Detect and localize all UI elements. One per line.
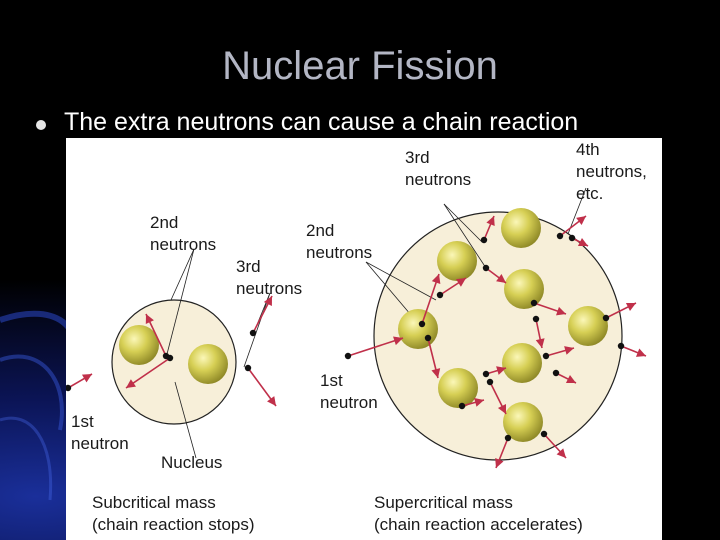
neutron-dot — [480, 236, 488, 244]
label-2nd-neutrons: 2nd — [306, 221, 334, 240]
label-2nd-neutrons: neutrons — [306, 243, 372, 262]
arrowhead-icon — [565, 374, 576, 383]
arrowhead-icon — [263, 296, 272, 307]
nucleus — [504, 269, 544, 309]
arrowhead-icon — [497, 403, 506, 414]
neutron-dot — [530, 299, 538, 307]
subcritical-caption: (chain reaction stops) — [92, 515, 255, 534]
label-nucleus: Nucleus — [161, 453, 222, 472]
arrowhead-icon — [496, 366, 506, 375]
arrowhead-icon — [456, 278, 466, 287]
arrowhead-icon — [431, 274, 441, 284]
arrowhead-icon — [486, 216, 495, 227]
bullet-dot-icon — [36, 120, 46, 130]
label-3rd-neutrons: neutrons — [405, 170, 471, 189]
nucleus — [119, 325, 159, 365]
arrowhead-icon — [431, 368, 441, 378]
neutron-dot — [66, 384, 72, 392]
neutron-dot — [617, 342, 625, 350]
neutron-dot — [540, 430, 548, 438]
neutron-dot — [244, 364, 252, 372]
label-4th-neutrons: etc. — [576, 184, 603, 203]
neutron-dot — [344, 352, 352, 360]
neutron-dot — [458, 402, 466, 410]
arrowhead-icon — [564, 346, 574, 355]
label-4th-neutrons: 4th — [576, 140, 600, 159]
arrowhead-icon — [635, 348, 646, 357]
neutron-dot — [166, 354, 174, 362]
nucleus — [503, 402, 543, 442]
arrowhead-icon — [145, 314, 154, 325]
label-1st-neutron: 1st — [320, 371, 343, 390]
subcritical-caption: Subcritical mass — [92, 493, 216, 512]
arrowhead-icon — [535, 338, 545, 348]
supercritical-caption: Supercritical mass — [374, 493, 513, 512]
label-3rd-neutrons: 3rd — [405, 148, 430, 167]
label-1st-neutron: neutron — [320, 393, 378, 412]
nuclei — [119, 208, 608, 442]
neutron-dot — [486, 378, 494, 386]
nucleus — [568, 306, 608, 346]
neutron-dot — [552, 369, 560, 377]
arrowhead-icon — [625, 303, 636, 312]
neutron-dot — [418, 320, 426, 328]
neutron-dot — [568, 234, 576, 242]
nucleus — [502, 343, 542, 383]
neutron-dot — [542, 352, 550, 360]
nucleus — [501, 208, 541, 248]
arrowhead-icon — [577, 237, 588, 246]
nucleus — [437, 241, 477, 281]
arrowhead-icon — [267, 396, 276, 406]
arrowhead-icon — [576, 216, 586, 226]
neutron-dot — [602, 314, 610, 322]
arrowhead-icon — [81, 374, 92, 383]
neutron-dot — [424, 334, 432, 342]
arrowhead-icon — [556, 448, 566, 458]
label-2nd-neutrons: neutrons — [150, 235, 216, 254]
neutron-dot — [482, 370, 490, 378]
label-3rd-neutrons: 3rd — [236, 257, 261, 276]
arrowhead-icon — [126, 379, 136, 388]
neutron-arrows — [66, 215, 647, 469]
neutron-path — [347, 337, 404, 357]
label-3rd-neutrons: neutrons — [236, 279, 302, 298]
chain-reaction-diagram: 2nd neutrons 3rd neutrons 1st neutron Nu… — [66, 138, 662, 540]
neutron-dot — [436, 291, 444, 299]
nucleus — [438, 368, 478, 408]
arrowhead-icon — [393, 336, 403, 346]
neutron-dot — [482, 264, 490, 272]
nucleus — [188, 344, 228, 384]
nucleus — [398, 309, 438, 349]
subcritical-labels: 2nd neutrons 3rd neutrons 1st neutron Nu… — [71, 213, 302, 534]
neutron-dot — [556, 232, 564, 240]
label-2nd-neutrons: 2nd — [150, 213, 178, 232]
label-1st-neutron: neutron — [71, 434, 129, 453]
label-4th-neutrons: neutrons, — [576, 162, 647, 181]
slide-title: Nuclear Fission — [222, 44, 498, 88]
arrowhead-icon — [474, 398, 484, 407]
arrowhead-icon — [496, 274, 506, 283]
arrowhead-icon — [495, 457, 504, 468]
bullet-text: The extra neutrons can cause a chain rea… — [64, 108, 579, 136]
neutron-dot — [504, 434, 512, 442]
neutron-dot — [532, 315, 540, 323]
neutron-dot — [249, 329, 257, 337]
label-1st-neutron: 1st — [71, 412, 94, 431]
supercritical-labels: 3rd neutrons 4th neutrons, etc. 2nd neut… — [306, 140, 647, 534]
supercritical-caption: (chain reaction accelerates) — [374, 515, 583, 534]
arrowhead-icon — [556, 306, 566, 316]
